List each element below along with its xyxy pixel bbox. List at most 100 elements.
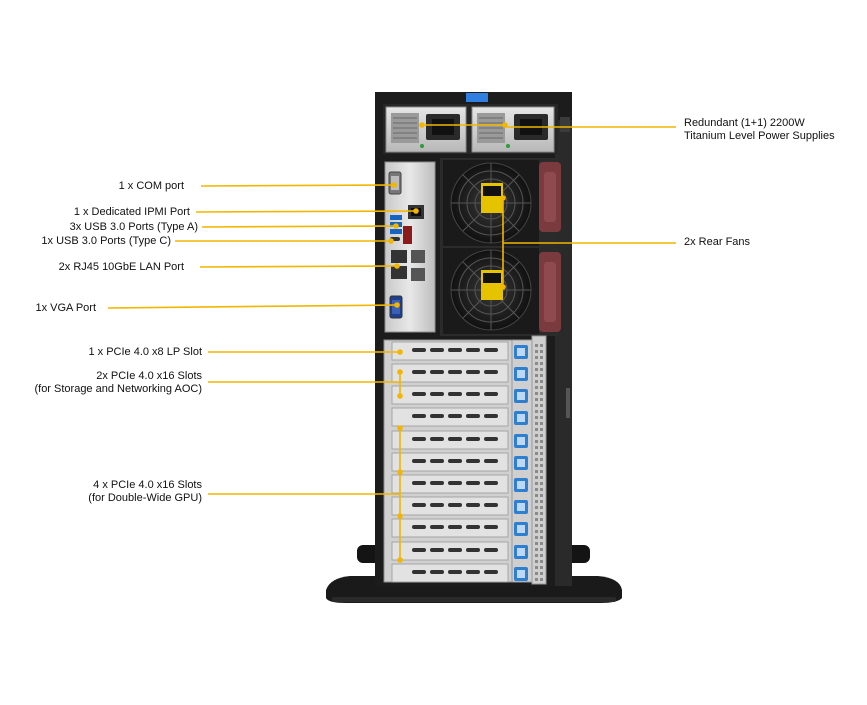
callout-leaders xyxy=(107,122,676,563)
vent-hole xyxy=(540,428,543,431)
pcie-vent-slot xyxy=(484,459,498,463)
leader-dot-psu-left xyxy=(419,122,425,128)
pcie-vent-slot xyxy=(466,414,480,418)
leader-vga xyxy=(107,304,398,309)
vent-hole xyxy=(535,476,538,479)
leader-dot-usb-c xyxy=(388,238,394,244)
label-vga: 1x VGA Port xyxy=(35,302,96,314)
vent-hole xyxy=(540,476,543,479)
vent-hole xyxy=(540,470,543,473)
pcie-vent-slot xyxy=(430,548,444,552)
vent-hole xyxy=(535,482,538,485)
pcie-vent-slot xyxy=(412,392,426,396)
label-usb-a: 3x USB 3.0 Ports (Type A) xyxy=(69,221,198,233)
vent-hole xyxy=(540,386,543,389)
leader-dot-pcie-gpu-1 xyxy=(397,425,403,431)
vent-hole xyxy=(540,524,543,527)
pcie-vent-slot xyxy=(466,392,480,396)
pcie-vent-slot xyxy=(448,414,462,418)
pcie-vent-slot xyxy=(466,548,480,552)
pcie-vent-slot xyxy=(430,437,444,441)
pcie-vent-slot xyxy=(466,459,480,463)
vent-hole xyxy=(540,368,543,371)
vent-hole xyxy=(540,452,543,455)
vent-hole xyxy=(535,512,538,515)
vent-hole xyxy=(540,512,543,515)
vent-hole xyxy=(540,362,543,365)
pcie-retainer-clip-highlight xyxy=(517,392,525,400)
vent-hole xyxy=(540,410,543,413)
leader-dot-ipmi xyxy=(413,208,419,214)
leader-dot-pcie-storage-2 xyxy=(397,393,403,399)
vent-hole xyxy=(535,518,538,521)
leader-ipmi xyxy=(195,210,417,213)
pcie-vent-slot xyxy=(412,503,426,507)
pcie-vent-slot xyxy=(484,503,498,507)
label-pcie-gpu-line-2: (for Double-Wide GPU) xyxy=(88,492,202,504)
pcie-vent-slot xyxy=(484,570,498,574)
pcie-vent-slot xyxy=(412,548,426,552)
vent-hole xyxy=(535,464,538,467)
vent-hole xyxy=(540,458,543,461)
power-supplies xyxy=(383,104,558,154)
vent-hole xyxy=(535,470,538,473)
label-psu-line-2: Titanium Level Power Supplies xyxy=(684,130,835,142)
vent-hole xyxy=(535,494,538,497)
leader-dot-pcie-storage-1 xyxy=(397,369,403,375)
vent-hole xyxy=(535,386,538,389)
pcie-slot-area xyxy=(383,335,547,585)
vent-hole xyxy=(535,536,538,539)
leader-dot-fan-bottom xyxy=(500,284,506,290)
fan-handles xyxy=(539,162,561,332)
vent-hole xyxy=(540,398,543,401)
pcie-vent-slot xyxy=(430,503,444,507)
leader-com xyxy=(200,184,395,187)
vent-hole xyxy=(535,410,538,413)
pcie-retainer-clip-highlight xyxy=(517,570,525,578)
pcie-vent-slot xyxy=(412,348,426,352)
pcie-vent-slot xyxy=(412,525,426,529)
leader-dot-pcie-gpu-2 xyxy=(397,469,403,475)
pcie-vent-slot xyxy=(466,370,480,374)
pcie-vent-slot xyxy=(448,348,462,352)
label-pcie-storage: 2x PCIe 4.0 x16 Slots (for Storage and N… xyxy=(34,370,202,396)
psu-left xyxy=(385,106,467,153)
vent-hole xyxy=(540,500,543,503)
pcie-retainer-clip-highlight xyxy=(517,481,525,489)
vent-hole xyxy=(540,530,543,533)
vent-hole xyxy=(535,566,538,569)
label-pcie-gpu: 4 x PCIe 4.0 x16 Slots (for Double-Wide … xyxy=(88,479,202,505)
vent-hole xyxy=(535,548,538,551)
pcie-vent-slot xyxy=(448,392,462,396)
vent-hole xyxy=(540,578,543,581)
vent-hole xyxy=(535,422,538,425)
leader-dot-lan xyxy=(394,263,400,269)
vent-hole xyxy=(535,554,538,557)
vent-hole xyxy=(535,356,538,359)
vent-hole xyxy=(535,428,538,431)
leader-dot-com xyxy=(391,182,397,188)
pcie-vent-slot xyxy=(484,414,498,418)
leader-dot-usb-a xyxy=(393,223,399,229)
pcie-vent-slot xyxy=(466,437,480,441)
vent-hole xyxy=(535,572,538,575)
fan-top xyxy=(443,160,539,246)
pcie-vent-slot xyxy=(412,437,426,441)
vent-hole xyxy=(535,500,538,503)
pcie-vent-slot xyxy=(430,370,444,374)
vent-hole xyxy=(540,446,543,449)
vent-hole xyxy=(540,482,543,485)
leader-usb-a xyxy=(201,225,397,228)
pcie-vent-slot xyxy=(412,459,426,463)
vent-hole xyxy=(540,416,543,419)
pcie-vent-slot xyxy=(412,481,426,485)
label-psu-line-1: Redundant (1+1) 2200W xyxy=(684,117,805,129)
vent-hole xyxy=(540,488,543,491)
vent-hole xyxy=(540,494,543,497)
vent-hole xyxy=(540,554,543,557)
pcie-vent-slot xyxy=(430,459,444,463)
leader-dot-pcie-gpu-4 xyxy=(397,557,403,563)
pcie-vent-slot xyxy=(466,503,480,507)
vent-hole xyxy=(535,542,538,545)
